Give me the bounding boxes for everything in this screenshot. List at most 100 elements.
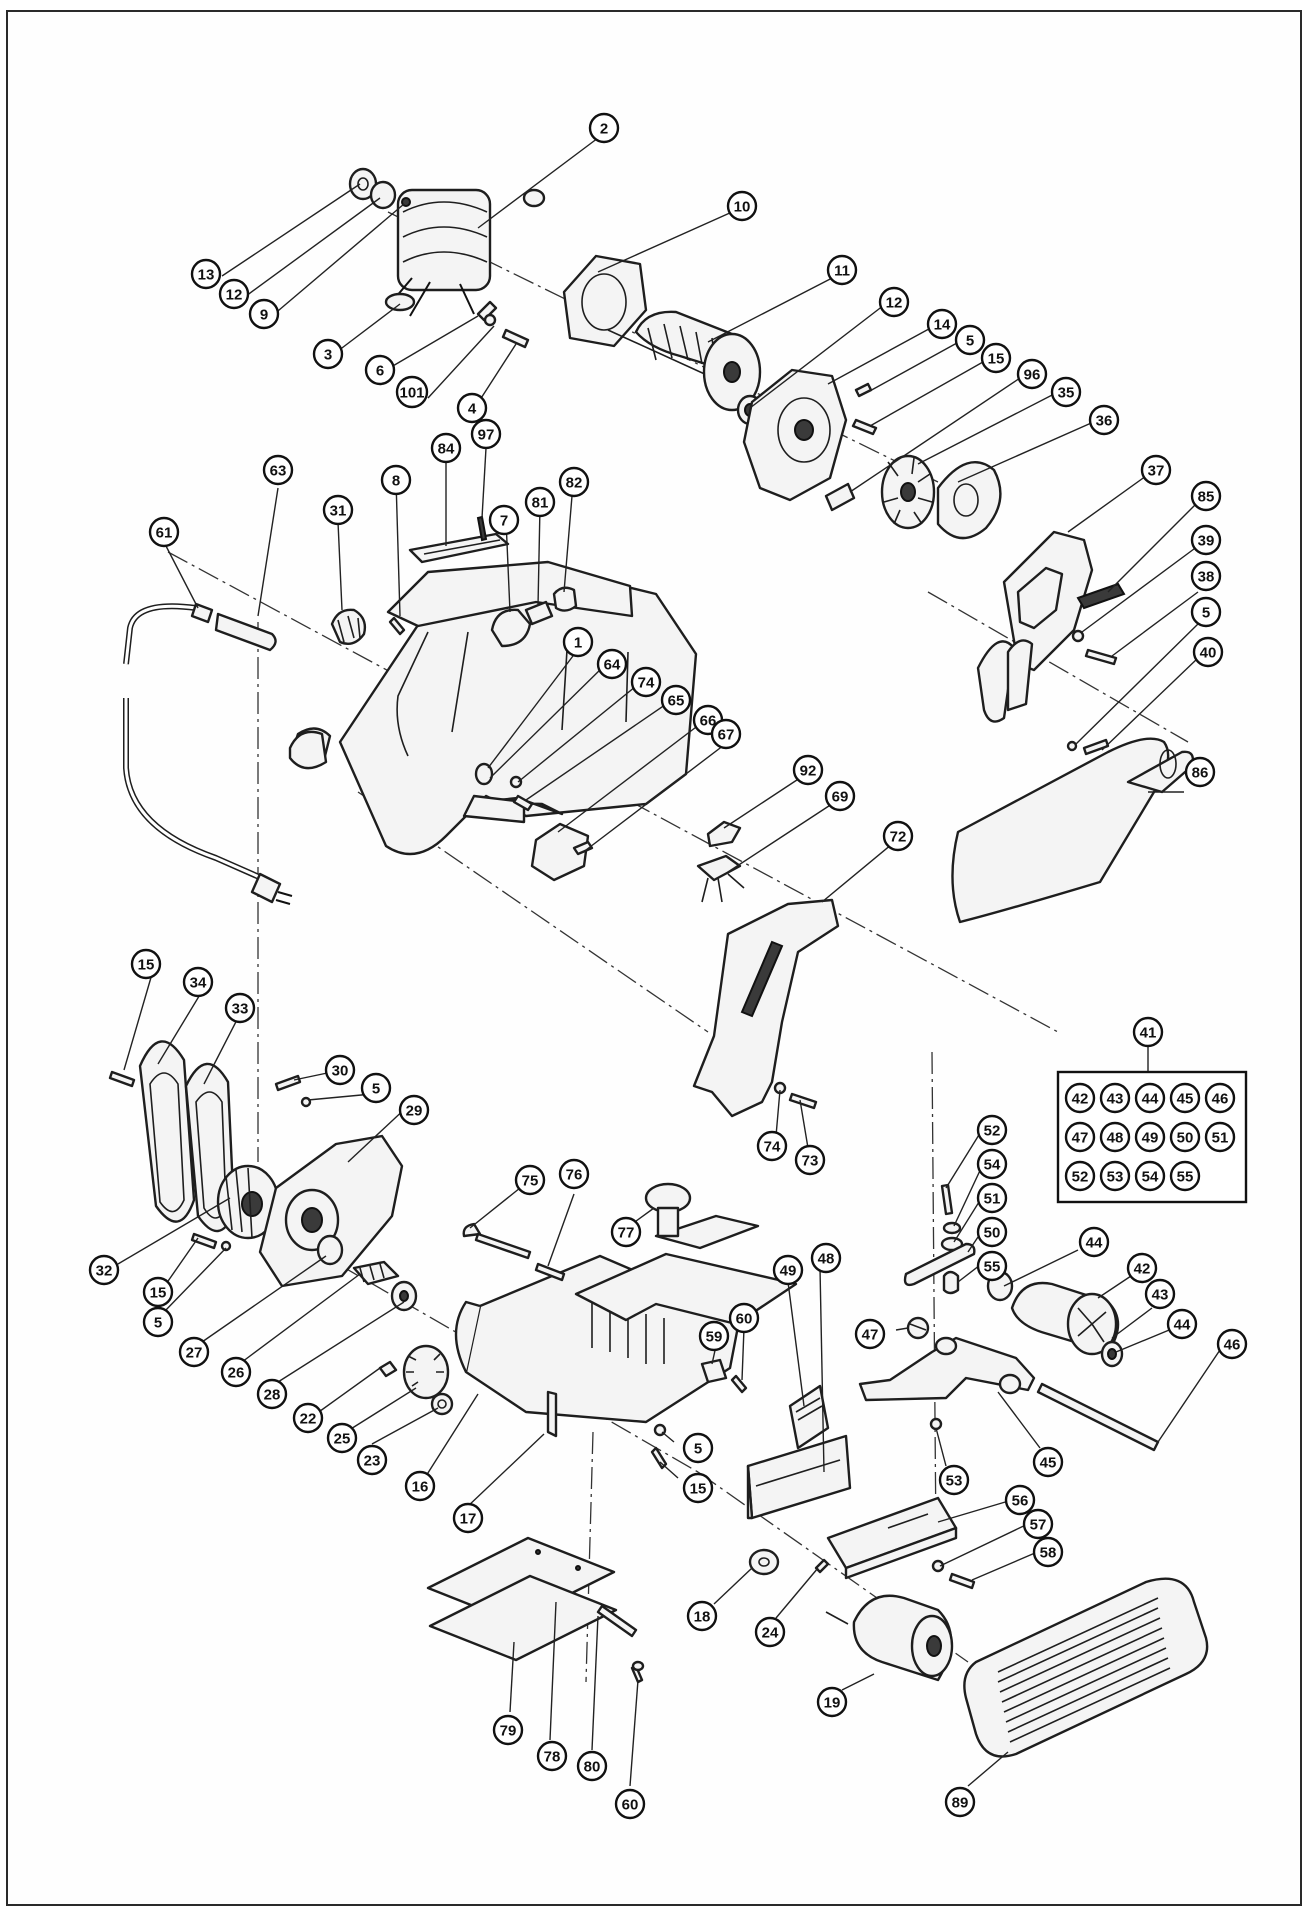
- callout-number: 65: [668, 693, 685, 710]
- callout-number: 14: [934, 317, 951, 334]
- baffle-36: [936, 461, 1002, 540]
- parts-64-74-65: [474, 762, 534, 812]
- callout-number: 12: [226, 287, 243, 304]
- callout-number: 74: [764, 1139, 781, 1156]
- callout-number: 63: [270, 463, 287, 480]
- callout-number: 5: [372, 1081, 380, 1098]
- callout-number: 61: [156, 525, 173, 542]
- callout-circle: [576, 1750, 608, 1782]
- callout-79: 79: [492, 1714, 524, 1746]
- callout-63: 63: [262, 454, 294, 486]
- callout-circle: [660, 684, 692, 716]
- callout-circle: [312, 338, 344, 370]
- callout-15: 15: [130, 948, 162, 980]
- callout-circle: [810, 1242, 842, 1274]
- callout-5: 5: [1190, 596, 1222, 628]
- callout-15: 15: [980, 342, 1012, 374]
- callout-circle: [1144, 1278, 1176, 1310]
- washers-13-12-9: [348, 167, 546, 210]
- callout-37: 37: [1140, 454, 1172, 486]
- callout-84: 84: [430, 432, 462, 464]
- kit-item-48: 48: [1099, 1121, 1131, 1153]
- callout-circle: [88, 1254, 120, 1286]
- bearing-28: [390, 1280, 418, 1312]
- knob-31: [330, 608, 367, 645]
- callout-number: 38: [1198, 569, 1215, 586]
- kit-item-number: 45: [1177, 1091, 1194, 1108]
- callout-number: 4: [468, 401, 477, 418]
- callout-11: 11: [826, 254, 858, 286]
- kit-item-50: 50: [1169, 1121, 1201, 1153]
- callout-number: 66: [700, 713, 717, 730]
- callout-number: 9: [260, 307, 268, 324]
- callout-number: 31: [330, 503, 347, 520]
- kit-item-circle: [1064, 1082, 1096, 1114]
- callout-42: 42: [1126, 1252, 1158, 1284]
- roller-42: [1010, 1281, 1120, 1356]
- kit-item-circle: [1204, 1121, 1236, 1153]
- callout-number: 55: [984, 1259, 1001, 1276]
- callout-circle: [596, 648, 628, 680]
- callout-circle: [854, 1318, 886, 1350]
- callout-5: 5: [360, 1072, 392, 1104]
- screw-15-left: [108, 1070, 136, 1088]
- callout-circle: [630, 666, 662, 698]
- callout-circle: [726, 190, 758, 222]
- callout-number: 36: [1096, 413, 1113, 430]
- callout-number: 28: [264, 1387, 281, 1404]
- callout-number: 13: [198, 267, 215, 284]
- callout-circle: [1078, 1226, 1110, 1258]
- callout-circle: [224, 992, 256, 1024]
- nut-47: [906, 1316, 930, 1340]
- kit-item-49: 49: [1134, 1121, 1166, 1153]
- callout-67: 67: [710, 718, 742, 750]
- kit-item-circle: [1064, 1160, 1096, 1192]
- callout-circle: [456, 392, 488, 424]
- callout-circle: [792, 754, 824, 786]
- callout-77: 77: [610, 1216, 642, 1248]
- callout-number: 78: [544, 1749, 561, 1766]
- callout-number: 44: [1086, 1235, 1103, 1252]
- callout-5: 5: [954, 324, 986, 356]
- callout-101: 101: [395, 375, 429, 409]
- callout-circle: [1190, 480, 1222, 512]
- callout-circle: [754, 1616, 786, 1648]
- callout-number: 82: [566, 475, 583, 492]
- callout-number: 86: [1192, 765, 1209, 782]
- callout-circle: [816, 1686, 848, 1718]
- callout-number: 37: [1148, 463, 1165, 480]
- callout-number: 33: [232, 1001, 249, 1018]
- callout-number: 11: [834, 263, 850, 280]
- callout-16: 16: [404, 1470, 436, 1502]
- callout-circle: [1166, 1308, 1198, 1340]
- callout-27: 27: [178, 1336, 210, 1368]
- callout-circle: [1016, 358, 1048, 390]
- callout-labels: 2101312936101411121451596353637853938540…: [88, 112, 1248, 1820]
- callout-46: 46: [1216, 1328, 1248, 1360]
- bracket-14: [742, 368, 848, 502]
- callout-number: 6: [376, 363, 384, 380]
- pin-97: [476, 515, 488, 542]
- callout-5: 5: [142, 1306, 174, 1338]
- callout-circle: [395, 375, 429, 409]
- callout-1: 1: [562, 626, 594, 658]
- callout-number: 12: [886, 295, 903, 312]
- callout-10: 10: [726, 190, 758, 222]
- screw-67: [572, 840, 594, 856]
- callout-58: 58: [1032, 1536, 1064, 1568]
- kit-item-number: 53: [1107, 1169, 1124, 1186]
- callout-number: 47: [862, 1327, 879, 1344]
- callout-circle: [142, 1276, 174, 1308]
- callout-55: 55: [976, 1250, 1008, 1282]
- callout-number: 49: [780, 1263, 797, 1280]
- callout-39: 39: [1190, 524, 1222, 556]
- pin-24: [814, 1558, 830, 1574]
- callout-number: 23: [364, 1453, 381, 1470]
- switch-lever-92: [706, 820, 742, 848]
- callout-circle: [938, 1464, 970, 1496]
- shaft-46: [1036, 1382, 1160, 1452]
- callout-number: 96: [1024, 367, 1041, 384]
- callout-circle: [728, 1302, 760, 1334]
- callout-number: 25: [334, 1431, 351, 1448]
